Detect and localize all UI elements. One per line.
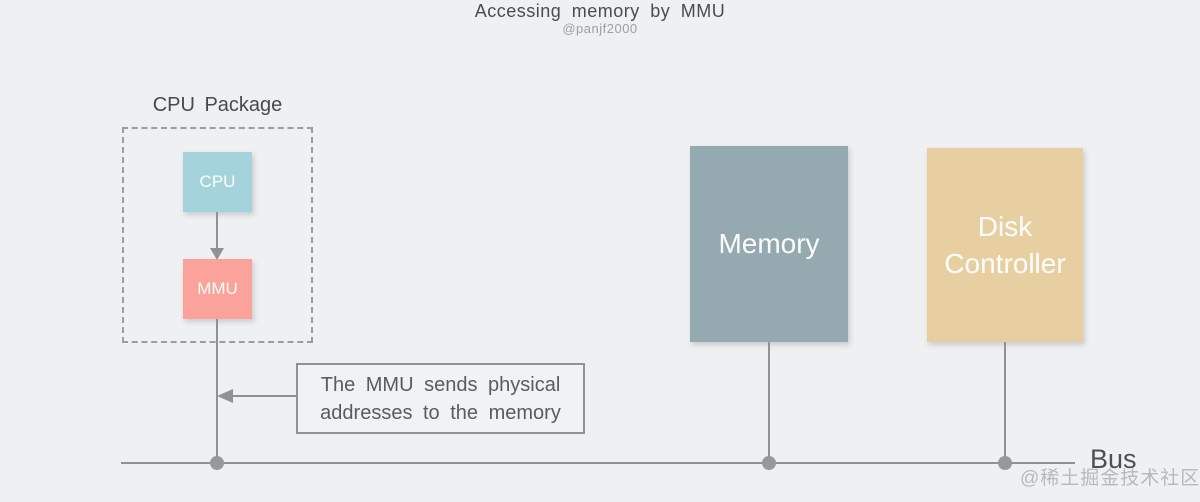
diagram-author: @panjf2000 [562,21,638,36]
bus-junction-dot-disk [998,456,1012,470]
cpu-package-label: CPU Package [152,94,283,116]
cpu-node-label: CPU [199,172,236,191]
memory-node-label: Memory [718,228,820,259]
memory-to-bus-connector-line [768,342,770,463]
callout-arrow-line [231,395,296,397]
watermark-text: @稀土掘金技术社区 [1020,468,1200,489]
bus-line [121,462,1075,464]
diagram-title: Accessing memory by MMU [474,1,726,21]
cpu-to-mmu-connector-line [216,212,218,249]
callout-text: The MMU sends physical addresses to the … [320,373,561,424]
memory-node: Memory [690,146,848,342]
mmu-node-label: MMU [197,279,238,298]
mmu-node: MMU [183,259,252,319]
bus-junction-dot-memory [762,456,776,470]
disk-controller-node-label: Disk Controller [944,211,1066,279]
disk-controller-node: Disk Controller [927,148,1083,342]
arrow-left-icon [217,389,233,403]
callout-box: The MMU sends physical addresses to the … [296,363,585,434]
arrow-down-icon [210,248,224,260]
bus-label: Bus [1090,444,1137,474]
disk-to-bus-connector-line [1004,342,1006,463]
cpu-node: CPU [183,152,252,212]
bus-junction-dot-mmu [210,456,224,470]
